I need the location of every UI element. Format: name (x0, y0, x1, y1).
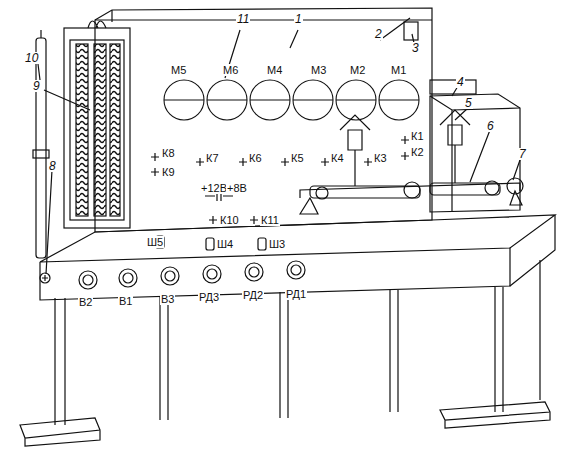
part-label: +8В (226, 182, 248, 194)
part-label: М3 (310, 64, 327, 76)
part-label: К10 (219, 214, 240, 226)
callout-number: 10 (24, 52, 39, 64)
part-label: К3 (373, 152, 388, 164)
connector-mark (209, 216, 217, 224)
part-label: К1 (410, 130, 425, 142)
gauge (164, 80, 204, 120)
part-label: В3 (160, 293, 175, 305)
connector-mark (364, 158, 372, 166)
socket (206, 238, 214, 250)
gauge (379, 80, 419, 120)
part-label: РД2 (242, 289, 264, 301)
part-label: К5 (290, 152, 305, 164)
part-label: К11 (260, 214, 280, 226)
knob-inner (123, 273, 133, 283)
gauge (336, 80, 376, 120)
part-label: Ш3 (268, 238, 286, 250)
part-label: М4 (266, 64, 283, 76)
knob-inner (249, 267, 259, 277)
callout-number: 4 (456, 76, 465, 88)
part-label: +12В (200, 182, 228, 194)
part-label: М1 (390, 64, 407, 76)
callout-number: 3 (411, 42, 420, 54)
connector-mark (196, 158, 204, 166)
connector-mark (401, 136, 409, 144)
connector-mark (151, 168, 159, 176)
knob (287, 261, 305, 279)
connector-mark (239, 158, 247, 166)
knob-inner (165, 271, 175, 281)
callout-number: 9 (32, 80, 41, 92)
part-label: В1 (118, 295, 133, 307)
connector-mark (151, 153, 159, 161)
part-label: Ш4 (216, 238, 234, 250)
gauge-line (379, 99, 419, 100)
callout-number: 6 (486, 120, 495, 132)
gauge (250, 80, 290, 120)
part-label: РД3 (198, 291, 220, 303)
connector-mark (321, 158, 329, 166)
part-label: К9 (161, 166, 176, 178)
knob (79, 271, 97, 289)
part-label: РД1 (285, 288, 307, 300)
gauge-line (164, 99, 204, 100)
part-label: В2 (78, 296, 93, 308)
part-label: М2 (349, 64, 366, 76)
part-label: М5 (170, 64, 187, 76)
part-label: К8 (161, 147, 176, 159)
part-label: М6 (222, 64, 239, 76)
gauge-line (336, 99, 376, 100)
gauge-line (250, 99, 290, 100)
knob (119, 269, 137, 287)
part-label: К7 (205, 152, 220, 164)
connector-mark (250, 216, 258, 224)
callout-number: 7 (518, 148, 527, 160)
part-label: К6 (248, 152, 263, 164)
callout-number: 11 (236, 13, 250, 25)
knob (203, 265, 221, 283)
callout-number: 8 (48, 160, 57, 172)
gauge-line (293, 99, 333, 100)
part-label: Ш5 (146, 236, 164, 248)
knob-inner (207, 269, 217, 279)
gauge-line (207, 99, 247, 100)
knob (245, 263, 263, 281)
part-label: К4 (330, 152, 345, 164)
part-label: К2 (410, 146, 425, 158)
callout-number: 1 (294, 13, 303, 25)
callout-number: 2 (374, 28, 383, 40)
knob-inner (83, 275, 93, 285)
knob (161, 267, 179, 285)
callout-number: 5 (464, 97, 473, 109)
socket (258, 238, 266, 250)
connector-mark (401, 152, 409, 160)
connector-mark (281, 158, 289, 166)
gauge (207, 80, 247, 120)
knob-inner (291, 265, 301, 275)
gauge (293, 80, 333, 120)
